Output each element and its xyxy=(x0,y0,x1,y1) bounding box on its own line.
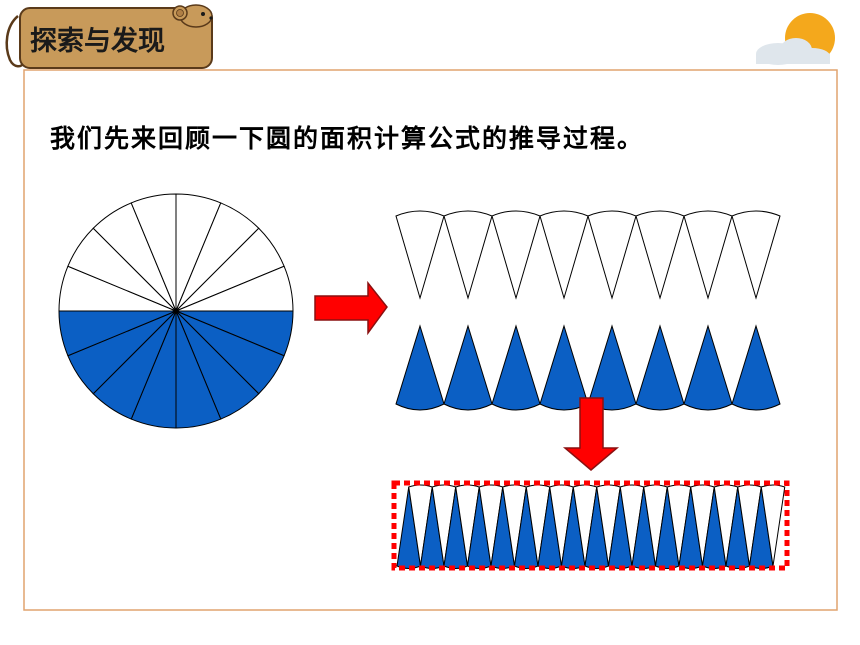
white-sector xyxy=(731,210,781,300)
mouse-head-icon xyxy=(172,4,213,28)
mouse-tail-icon xyxy=(5,15,26,68)
blue-sector xyxy=(683,324,733,411)
white-sector xyxy=(491,210,541,300)
white-sector xyxy=(539,210,589,300)
blue-sector-strip xyxy=(395,324,781,411)
sun-cloud-icon xyxy=(756,13,835,65)
blue-sector xyxy=(395,324,445,411)
blue-sector xyxy=(731,324,781,411)
approx-rectangle xyxy=(396,484,786,569)
white-sector xyxy=(587,210,637,300)
right-arrow-icon xyxy=(314,280,388,336)
white-sector-strip xyxy=(395,210,781,300)
divided-circle xyxy=(58,193,294,429)
content-frame xyxy=(23,69,838,611)
white-sector xyxy=(395,210,445,300)
dashed-rectangle-outline xyxy=(391,480,790,571)
white-sector xyxy=(683,210,733,300)
blue-sector xyxy=(491,324,541,411)
white-sector xyxy=(443,210,493,300)
header-badge: 探索与发现 xyxy=(5,4,213,69)
white-sector xyxy=(635,210,685,300)
blue-sector xyxy=(635,324,685,411)
blue-sector xyxy=(443,324,493,411)
title-badge-bg xyxy=(19,7,213,69)
down-arrow-icon xyxy=(562,397,620,471)
page-title: 探索与发现 xyxy=(30,25,165,57)
circle-sector xyxy=(58,310,177,357)
intro-text: 我们先来回顾一下圆的面积计算公式的推导过程。 xyxy=(50,124,644,153)
